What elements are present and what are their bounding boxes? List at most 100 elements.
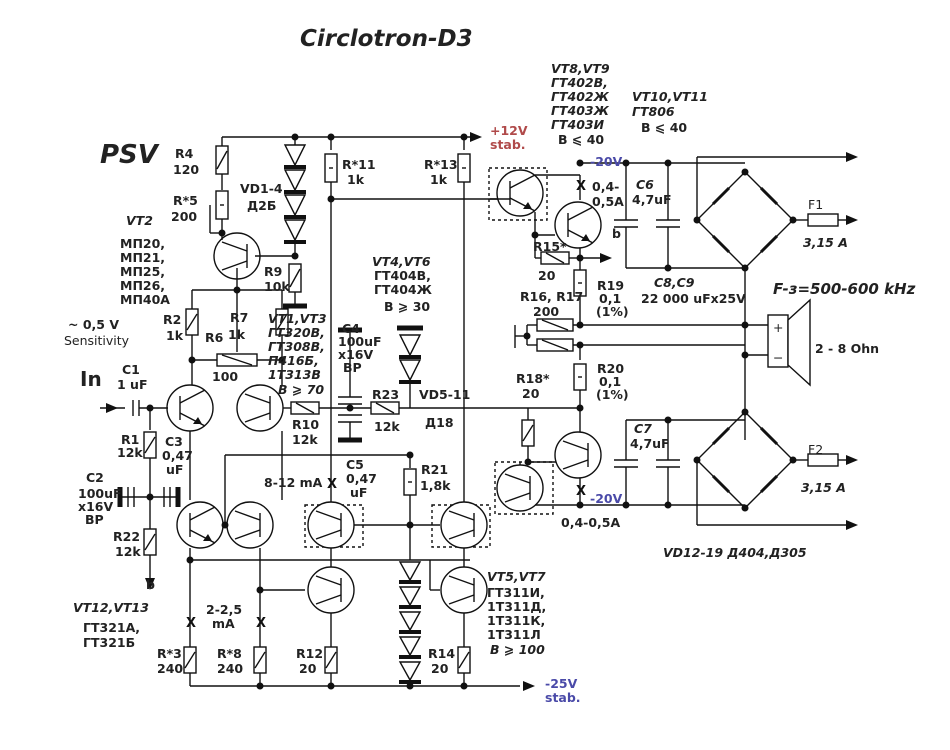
vt10-type: ГТ806 — [632, 104, 675, 119]
emitter-arrow — [523, 202, 532, 209]
vt4 — [307, 501, 355, 549]
r10-value: 12k — [292, 432, 318, 447]
emitter — [234, 529, 261, 540]
speaker-minus: − — [773, 350, 784, 365]
f2-name: F2 — [808, 442, 824, 457]
vt13 — [226, 501, 274, 549]
bridge-diode — [759, 474, 779, 494]
r16-r17-value: 200 — [533, 304, 560, 319]
emitter-arrow — [581, 234, 590, 241]
diode — [283, 169, 307, 192]
r22-name: R22 — [113, 529, 141, 544]
bridge-diode — [759, 234, 779, 254]
r20-name: R20 — [597, 361, 625, 376]
emitter — [221, 260, 248, 271]
bridge-diode — [759, 186, 779, 206]
vt2-type-4: МП26, — [120, 278, 166, 293]
minus20-bot: -20V — [590, 491, 623, 506]
r18-name: R18* — [516, 371, 550, 386]
diode — [283, 194, 307, 217]
vt8 — [496, 169, 544, 217]
c5-value: 0,47 — [346, 471, 377, 486]
c6-value: 4,7uF — [632, 192, 672, 207]
arrow-icon — [846, 152, 858, 162]
r13-value: 1k — [430, 172, 448, 187]
collector — [562, 440, 589, 451]
vt4-beta: B ⩾ 30 — [384, 299, 431, 314]
c3-value: 0,47 — [162, 448, 193, 463]
r11-value: 1k — [347, 172, 365, 187]
arrow-icon — [846, 520, 858, 530]
r4-value: 120 — [173, 162, 200, 177]
r8-value: 240 — [217, 661, 244, 676]
vt11 — [554, 431, 602, 479]
junction-dot — [741, 504, 749, 512]
vt8-beta: B ⩽ 40 — [558, 132, 605, 147]
minus25-label: -25V — [545, 676, 578, 691]
c2-rating: x16V — [78, 499, 114, 514]
vt2-type-1: МП20, — [120, 236, 166, 251]
current-stage2: 8-12 mA — [264, 475, 323, 490]
speaker-cone — [787, 298, 811, 387]
r18-value: 20 — [522, 386, 540, 401]
vt5-beta: B ⩾ 100 — [490, 642, 545, 657]
current-mark: X — [576, 484, 586, 499]
junction-dot — [291, 252, 299, 260]
vt1-beta: B ⩾ 70 — [278, 382, 325, 397]
vt5-vt7-name: VT5,VT7 — [487, 569, 546, 584]
vt8-type-3: ГТ403Ж — [551, 103, 609, 118]
vd1-4-name: VD1-4 — [240, 181, 283, 196]
vd12-19-label: VD12-19 Д404,Д305 — [663, 545, 807, 560]
c1-value: 1 uF — [117, 377, 148, 392]
junction-dot — [256, 682, 264, 690]
psv-label: PSV — [100, 140, 158, 170]
r11-name: R*11 — [342, 157, 376, 172]
vt1-type-4: 1Т313В — [268, 367, 321, 382]
r2-value: 1k — [166, 328, 184, 343]
emitter — [504, 492, 531, 503]
arrow-icon — [523, 681, 535, 691]
fuse-f1 — [807, 213, 839, 227]
node-b-in: b — [146, 577, 155, 592]
bridge-diode — [759, 426, 779, 446]
vt12-vt13-name: VT12,VT13 — [73, 600, 149, 615]
resistor-mark — [375, 402, 395, 414]
vd5-11-value: Д18 — [425, 415, 454, 430]
vt2-type-5: МП40А — [120, 292, 170, 307]
f1-value: 3,15 A — [803, 235, 848, 250]
arrow-icon — [145, 578, 155, 590]
vt7 — [440, 566, 488, 614]
c4-rating: x16V — [338, 347, 374, 362]
transistor-box — [488, 167, 548, 221]
collector — [189, 506, 216, 521]
collector — [221, 241, 248, 252]
diode — [283, 219, 307, 242]
c2-name: C2 — [86, 470, 104, 485]
c4-value: 100uF — [338, 334, 382, 349]
r16-r17-name: R16, R17 — [520, 289, 584, 304]
vt4-type-1: ГТ404В, — [374, 268, 431, 283]
resistor-mark — [254, 651, 266, 669]
current-stage1-a: 2-2,5 — [206, 602, 243, 617]
diode — [398, 586, 422, 607]
vt9 — [496, 464, 544, 512]
r13-name: R*13 — [424, 157, 458, 172]
r8-name: R*8 — [217, 646, 242, 661]
bridge-diode — [711, 426, 731, 446]
minus25-sub: stab. — [545, 690, 581, 705]
vt2-type-3: МП25, — [120, 264, 166, 279]
collector — [315, 510, 342, 521]
collector — [234, 510, 261, 521]
c2-value: 100uF — [78, 486, 122, 501]
minus20-top: -20V — [590, 154, 623, 169]
junction-dot — [664, 264, 672, 272]
junction-dot — [741, 264, 749, 272]
emitter — [315, 594, 342, 605]
plus12-sub: stab. — [490, 137, 526, 152]
r19-name: R19 — [597, 278, 625, 293]
arrow-icon — [600, 253, 612, 263]
speaker-plus: + — [773, 320, 784, 335]
vt5 — [307, 566, 355, 614]
